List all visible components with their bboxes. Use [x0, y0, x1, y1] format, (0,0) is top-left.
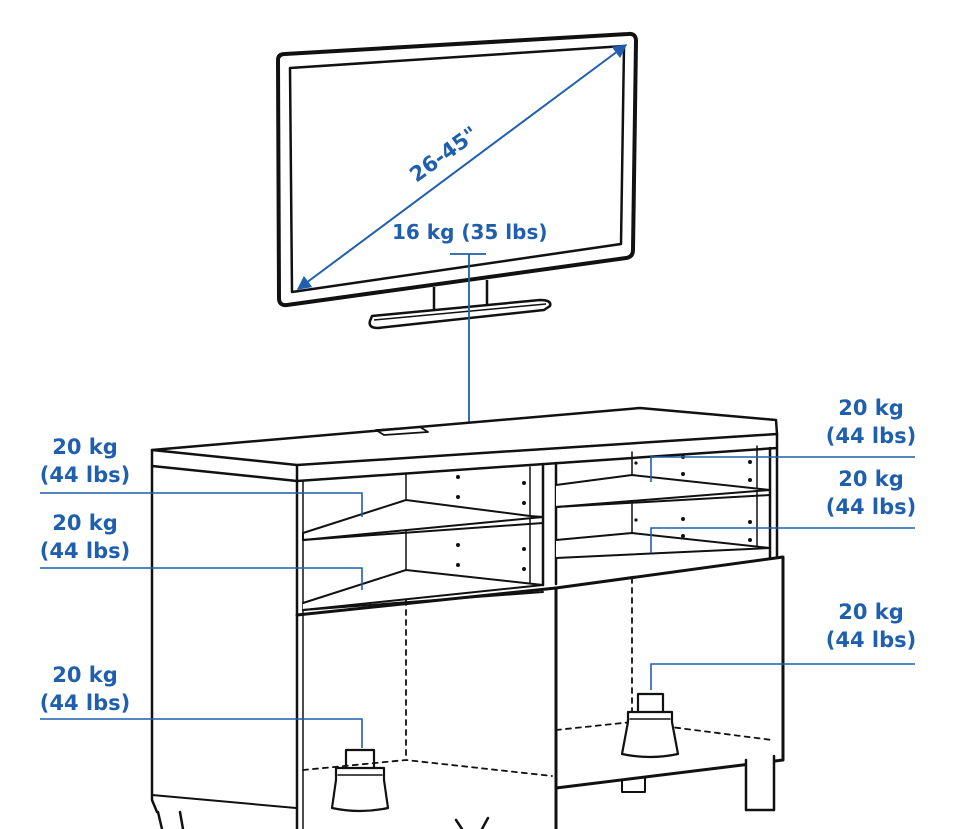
- right-shelf-lower: [555, 532, 771, 559]
- leg-front-center: [454, 816, 490, 829]
- left-shelf-upper: [302, 499, 544, 541]
- weight-left: [330, 748, 390, 813]
- load-kg: 20 kg: [838, 467, 904, 491]
- load-kg: 20 kg: [52, 435, 118, 459]
- tv-bench-illustration: [150, 406, 785, 829]
- load-kg: 20 kg: [838, 600, 904, 624]
- bench-top: [150, 406, 779, 467]
- load-label-left-bottom: 20 kg (44 lbs): [10, 661, 160, 717]
- load-lbs: (44 lbs): [39, 539, 131, 563]
- load-label-right-shelf-lower: 20 kg (44 lbs): [796, 465, 946, 521]
- load-label-left-shelf-upper: 20 kg (44 lbs): [10, 433, 160, 489]
- load-kg: 20 kg: [838, 396, 904, 420]
- right-door: [554, 555, 785, 790]
- leg-back-right: [621, 777, 646, 793]
- load-lbs: (44 lbs): [39, 463, 131, 487]
- right-shelf-upper: [555, 474, 771, 508]
- tv-stand-base: [368, 298, 552, 330]
- tv-weight-label: 16 kg (35 lbs): [392, 220, 548, 244]
- load-kg: 20 kg: [52, 663, 118, 687]
- load-lbs: (44 lbs): [825, 424, 917, 448]
- load-label-right-bottom: 20 kg (44 lbs): [796, 598, 946, 654]
- leg-front-left: [156, 810, 185, 829]
- cable-outlet: [375, 426, 429, 436]
- load-label-right-shelf-upper: 20 kg (44 lbs): [796, 394, 946, 450]
- load-leader-lines: [40, 456, 915, 748]
- load-label-left-shelf-lower: 20 kg (44 lbs): [10, 509, 160, 565]
- load-lbs: (44 lbs): [825, 495, 917, 519]
- bench-left-side: [150, 464, 159, 814]
- load-kg: 20 kg: [52, 511, 118, 535]
- load-lbs: (44 lbs): [825, 628, 917, 652]
- load-lbs: (44 lbs): [39, 691, 131, 715]
- tv-size-arrow: [296, 44, 628, 290]
- leg-front-right: [744, 754, 776, 812]
- weight-right: [620, 692, 680, 759]
- left-shelf-lower: [302, 569, 544, 611]
